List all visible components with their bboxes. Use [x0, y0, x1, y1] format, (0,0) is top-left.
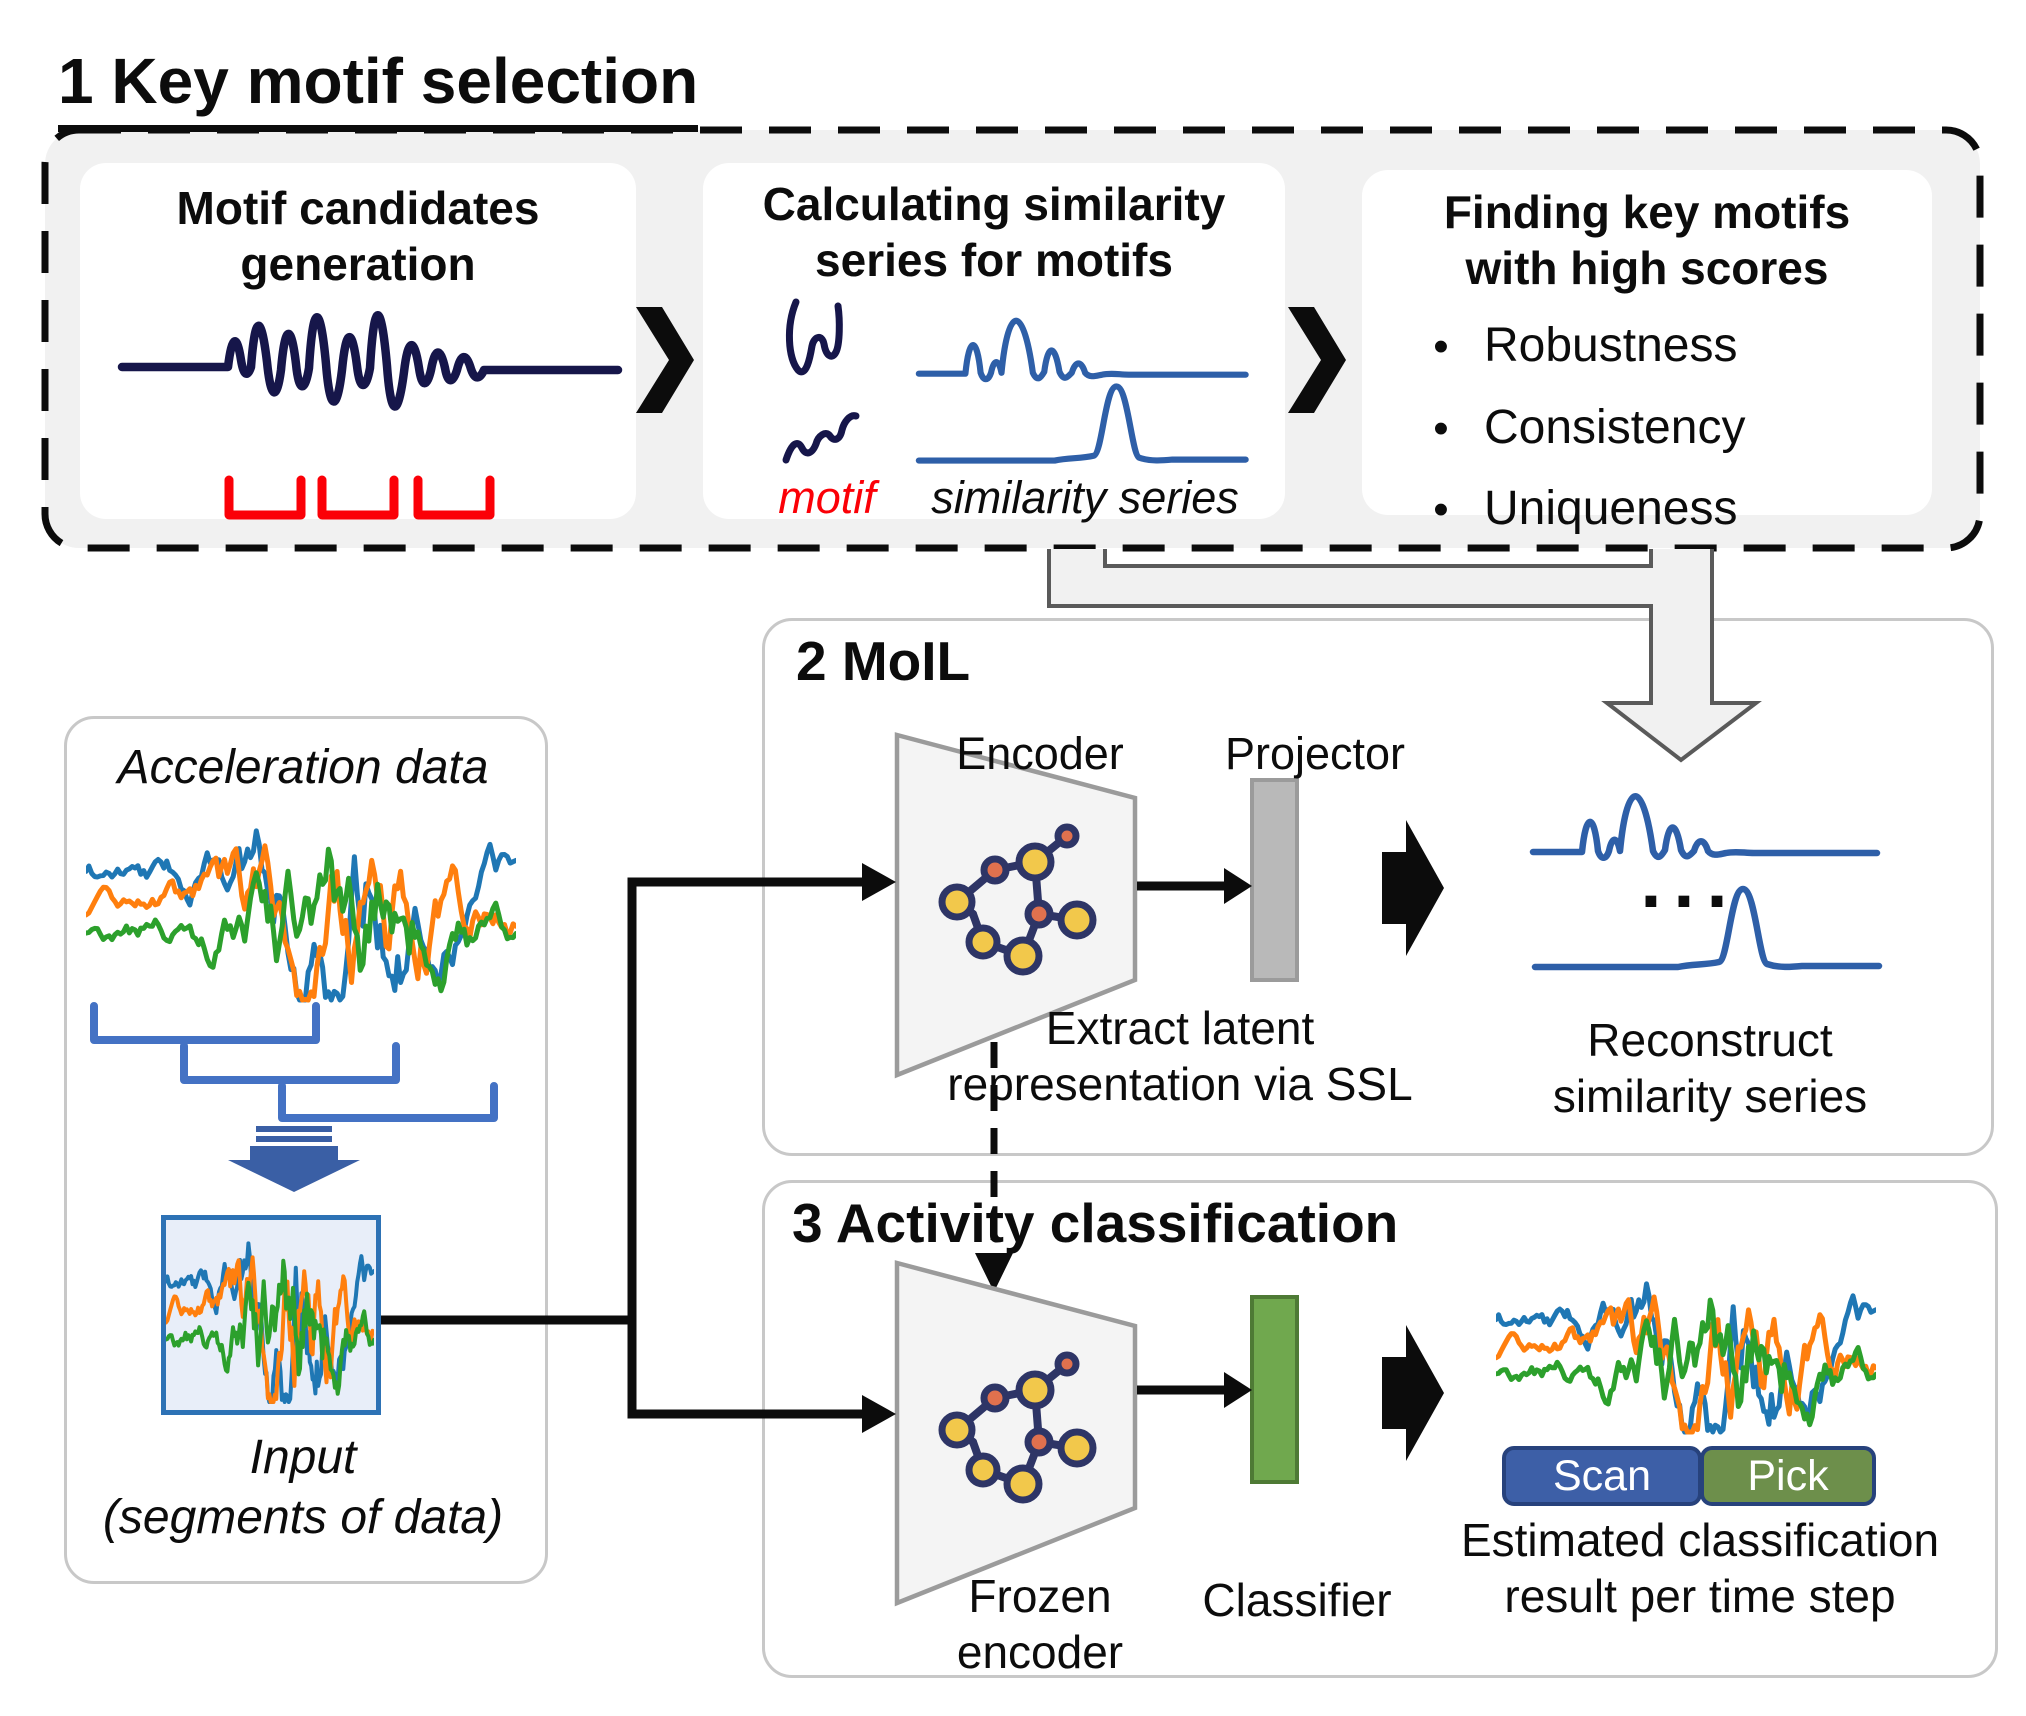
encoder-label: Encoder: [956, 728, 1124, 779]
signal-trace: [1496, 1297, 1876, 1428]
reconstruct-caption: Reconstruct similarity series: [1552, 1014, 1868, 1123]
finding-title: Finding key motifs with high scores: [1443, 186, 1851, 295]
score-bullets: Robustness Consistency Uniqueness: [1398, 318, 1918, 537]
classifier-label: Classifier: [1202, 1574, 1392, 1626]
motif-label: motif: [778, 472, 876, 523]
pick-badge: Pick: [1700, 1446, 1876, 1506]
output-signal-figure: [1496, 1281, 1876, 1435]
ellipsis: ...: [1640, 839, 1740, 924]
bullet-item: Consistency: [1398, 400, 1918, 456]
scan-badge: Scan: [1502, 1446, 1702, 1506]
result-caption: Estimated classification result per time…: [1460, 1514, 1940, 1623]
moil-title: 2 MoIL: [796, 630, 971, 692]
stage1-title-text: 1 Key motif selection: [58, 45, 699, 132]
bullet-item: Robustness: [1398, 318, 1918, 374]
bullet-icon: [1398, 318, 1484, 374]
input-label: Input (segments of data): [102, 1431, 504, 1544]
signal-trace: [164, 1255, 376, 1404]
input-box: [161, 1215, 381, 1415]
ssl-caption: Extract latent representation via SSL: [947, 1002, 1413, 1111]
input-mini-figure: [164, 1241, 376, 1404]
similarity-series-label: similarity series: [931, 472, 1239, 523]
frozen-encoder-label: Frozen encoder: [956, 1570, 1124, 1679]
bullet-item: Uniqueness: [1398, 481, 1918, 537]
acceleration-data-title: Acceleration data: [117, 741, 489, 794]
signal-trace: [1496, 1294, 1876, 1435]
signal-trace: [164, 1258, 376, 1396]
calc-similarity-title: Calculating similarity series for motifs: [762, 178, 1226, 287]
bullet-icon: [1398, 481, 1484, 537]
motif-candidates-title: Motif candidates generation: [176, 182, 540, 291]
activity-title: 3 Activity classification: [792, 1192, 1399, 1254]
stage1-title: 1 Key motif selection: [58, 44, 699, 132]
bullet-icon: [1398, 400, 1484, 456]
projector-label: Projector: [1224, 728, 1406, 779]
